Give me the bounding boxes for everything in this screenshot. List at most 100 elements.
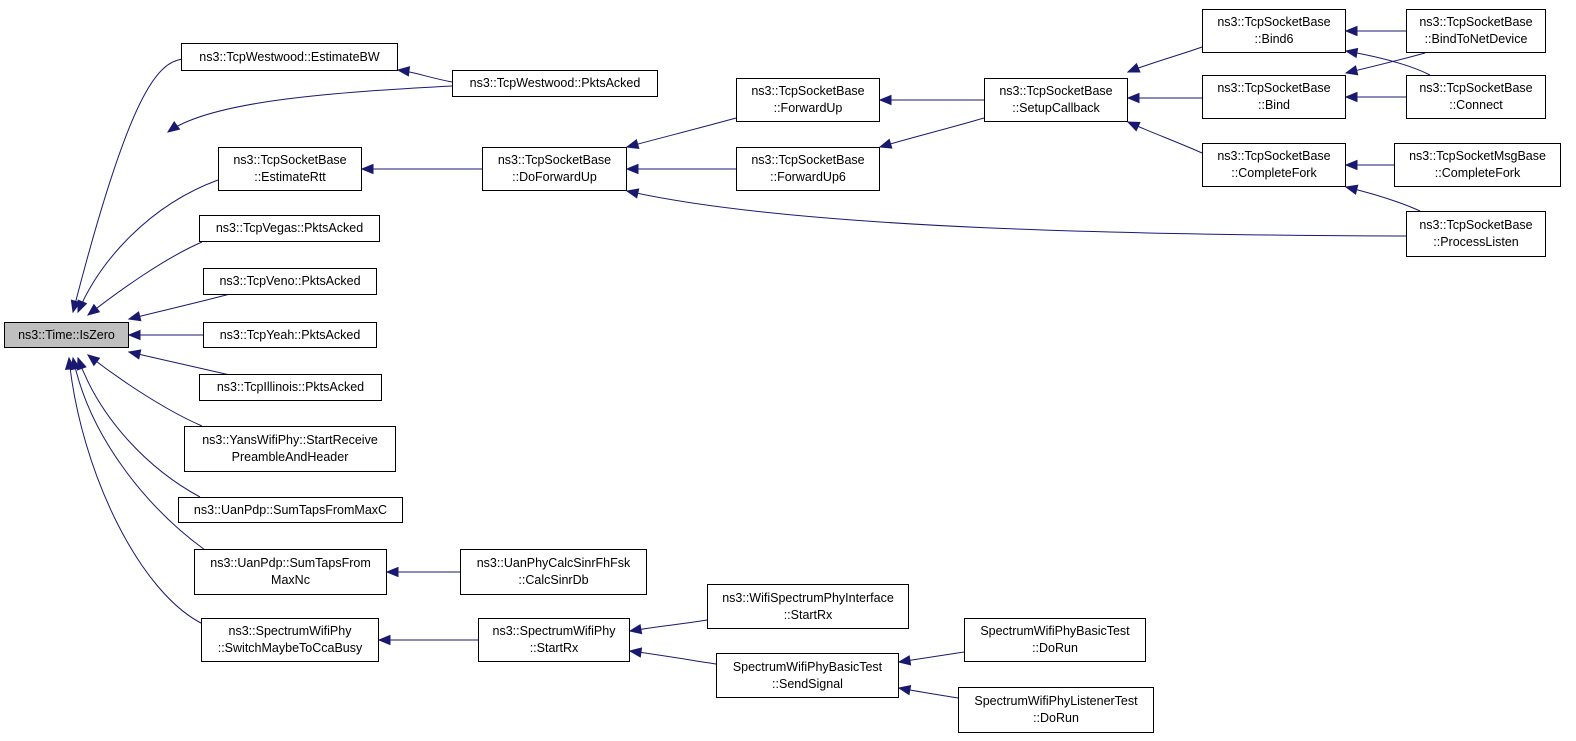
arrowhead-n5-to-n4 <box>625 138 640 149</box>
node-label-line: ns3::TcpIllinois::PktsAcked <box>216 380 365 394</box>
node-tcpillinois-pktsacked[interactable]: ns3::TcpIllinois::PktsAcked <box>199 374 382 401</box>
node-time-iszero: ns3::Time::IsZero <box>4 322 129 348</box>
node-tcpsocketbase-bind[interactable]: ns3::TcpSocketBase::Bind <box>1202 75 1346 119</box>
arrowhead-n7-to-n5 <box>878 94 892 106</box>
node-label-line: ::SetupCallback <box>1012 101 1100 115</box>
arrowhead-n2-to-n0 <box>166 121 181 133</box>
node-label-line: ns3::TcpVeno::PktsAcked <box>219 274 361 288</box>
node-tcpsocketbase-completefork[interactable]: ns3::TcpSocketBase::CompleteFork <box>1202 143 1346 187</box>
edge-n20-to-n0 <box>77 357 201 498</box>
edge-n15-to-n0 <box>87 241 203 316</box>
node-label-line: ns3::UanPhyCalcSinrFhFsk <box>476 556 631 570</box>
node-tcpsocketbase-processlisten[interactable]: ns3::TcpSocketBase::ProcessListen <box>1406 211 1546 257</box>
node-tcpsocketbase-bind6[interactable]: ns3::TcpSocketBase::Bind6 <box>1202 9 1346 53</box>
node-label-line: ns3::UanPdp::SumTapsFrom <box>210 556 371 570</box>
arrowhead-n3-to-n0 <box>77 299 88 314</box>
node-label-line: ::Connect <box>1449 98 1503 112</box>
node-label-line: PreambleAndHeader <box>231 450 349 464</box>
arrowhead-n13-to-n10 <box>1344 159 1358 171</box>
node-label-line: ns3::Time::IsZero <box>18 327 115 342</box>
arrowhead-n25-to-n24 <box>628 623 643 635</box>
node-uanphycalcsinrfhfsk-calcsinrdb[interactable]: ns3::UanPhyCalcSinrFhFsk::CalcSinrDb <box>460 549 647 595</box>
node-tcpsocketbase-setupcallback[interactable]: ns3::TcpSocketBase::SetupCallback <box>984 78 1128 122</box>
node-label-line: ::SendSignal <box>772 676 843 691</box>
node-uanpdp-sumtapsfrommaxc[interactable]: ns3::UanPdp::SumTapsFromMaxC <box>178 497 403 523</box>
node-label-line: ns3::TcpSocketBase <box>751 153 865 167</box>
arrowhead-n22-to-n21 <box>385 566 399 578</box>
node-tcpsocketbase-estimatertt[interactable]: ns3::TcpSocketBase::EstimateRtt <box>218 147 362 191</box>
node-label-line: ns3::TcpSocketBase <box>1217 15 1331 29</box>
arrowhead-n12-to-n8 <box>1344 47 1359 59</box>
edge-n10-to-n7 <box>1127 121 1203 154</box>
edge-n14-to-n4 <box>626 190 1407 237</box>
node-label-line: ::DoForwardUp <box>512 170 597 184</box>
node-tcpsocketbase-bindtonetdevice[interactable]: ns3::TcpSocketBase::BindToNetDevice <box>1406 9 1546 53</box>
arrowhead-n11-to-n9 <box>1344 65 1359 76</box>
node-label-line: SpectrumWifiPhyBasicTest <box>980 624 1130 638</box>
node-label-line: ns3::TcpSocketBase <box>233 153 347 167</box>
node-label-line: ::StartRx <box>529 641 579 655</box>
arrowhead-n4-to-n3 <box>360 163 374 175</box>
arrowhead-n11-to-n8 <box>1344 25 1358 37</box>
node-spectrumwifiphybasictest-dorun[interactable]: SpectrumWifiPhyBasicTest::DoRun <box>964 618 1146 662</box>
node-tcpsocketmsgbase-completefork[interactable]: ns3::TcpSocketMsgBase::CompleteFork <box>1394 143 1561 187</box>
node-label-line: ::ProcessListen <box>1433 235 1519 249</box>
node-tcpvegas-pktsacked[interactable]: ns3::TcpVegas::PktsAcked <box>199 215 380 242</box>
arrowhead-n9-to-n7 <box>1126 92 1140 104</box>
node-label-line: MaxNc <box>271 573 310 587</box>
node-label-line: ::CompleteFork <box>1434 166 1521 180</box>
node-wifispectrumphyinterface-startrx[interactable]: ns3::WifiSpectrumPhyInterface::StartRx <box>707 584 909 629</box>
arrowhead-n26-to-n24 <box>628 647 643 658</box>
arrowhead-n12-to-n9 <box>1344 91 1358 103</box>
node-tcpsocketbase-forwardup6[interactable]: ns3::TcpSocketBase::ForwardUp6 <box>736 147 880 191</box>
arrowhead-n14-to-n10 <box>1344 184 1359 195</box>
edge-n16-to-n0 <box>128 293 231 320</box>
node-tcpsocketbase-doforwardup[interactable]: ns3::TcpSocketBase::DoForwardUp <box>482 147 627 191</box>
node-tcpsocketbase-connect[interactable]: ns3::TcpSocketBase::Connect <box>1406 75 1546 119</box>
node-tcpwestwood-pktsacked[interactable]: ns3::TcpWestwood::PktsAcked <box>452 70 658 97</box>
node-tcpyeah-pktsacked[interactable]: ns3::TcpYeah::PktsAcked <box>203 322 377 348</box>
node-label-line: ns3::TcpWestwood::PktsAcked <box>469 76 641 90</box>
node-label-line: ::DoRun <box>1033 711 1079 725</box>
node-tcpwestwood-estimatebw[interactable]: ns3::TcpWestwood::EstimateBW <box>181 43 398 71</box>
node-label-line: ns3::TcpSocketBase <box>751 84 865 98</box>
arrowhead-n27-to-n26 <box>897 655 912 666</box>
node-label-line: ::ForwardUp6 <box>770 170 846 184</box>
node-spectrumwifiphylistenertest-dorun[interactable]: SpectrumWifiPhyListenerTest::DoRun <box>958 687 1154 733</box>
arrowhead-n24-to-n23 <box>377 634 391 646</box>
edge-n1-to-n0 <box>72 58 184 313</box>
arrowhead-n17-to-n0 <box>127 329 141 341</box>
node-spectrumwifiphy-switchmaybetoccabusy[interactable]: ns3::SpectrumWifiPhy::SwitchMaybeToCcaBu… <box>201 618 379 662</box>
edge-n8-to-n7 <box>1127 46 1203 73</box>
node-label-line: ns3::TcpVegas::PktsAcked <box>215 221 364 235</box>
node-label-line: ns3::TcpSocketBase <box>497 153 612 167</box>
node-label-line: ns3::TcpSocketMsgBase <box>1409 149 1546 163</box>
node-tcpveno-pktsacked[interactable]: ns3::TcpVeno::PktsAcked <box>203 268 377 295</box>
node-label-line: ::SwitchMaybeToCcaBusy <box>217 641 363 655</box>
node-label-line: SpectrumWifiPhyBasicTest <box>732 659 883 674</box>
edge-n25-to-n24 <box>629 619 708 632</box>
node-label-line: ns3::UanPdp::SumTapsFromMaxC <box>193 502 388 517</box>
arrowhead-n10-to-n7 <box>1126 121 1141 132</box>
node-label-line: ns3::TcpWestwood::EstimateBW <box>199 49 380 64</box>
edge-n5-to-n4 <box>626 117 737 148</box>
arrowhead-n2-to-n1 <box>396 66 411 77</box>
node-spectrumwifiphybasictest-sendsignal[interactable]: SpectrumWifiPhyBasicTest::SendSignal <box>716 653 899 698</box>
edge-n26-to-n24 <box>629 650 717 665</box>
node-label-line: ::CalcSinrDb <box>518 573 589 587</box>
node-label-line: ns3::TcpSocketBase <box>1419 81 1533 95</box>
node-spectrumwifiphy-startrx[interactable]: ns3::SpectrumWifiPhy::StartRx <box>478 618 630 662</box>
arrowhead-n28-to-n26 <box>897 684 912 696</box>
node-tcpsocketbase-forwardup[interactable]: ns3::TcpSocketBase::ForwardUp <box>736 78 880 122</box>
edge-n7-to-n6 <box>879 117 985 148</box>
arrowhead-n14-to-n4 <box>625 188 640 199</box>
arrowhead-n16-to-n0 <box>127 311 142 322</box>
node-label-line: ::BindToNetDevice <box>1424 32 1528 46</box>
edge-n3-to-n0 <box>77 179 219 313</box>
arrowhead-n8-to-n7 <box>1126 62 1141 73</box>
edge-n21-to-n0 <box>72 357 206 551</box>
node-label-line: ::StartRx <box>783 607 833 622</box>
